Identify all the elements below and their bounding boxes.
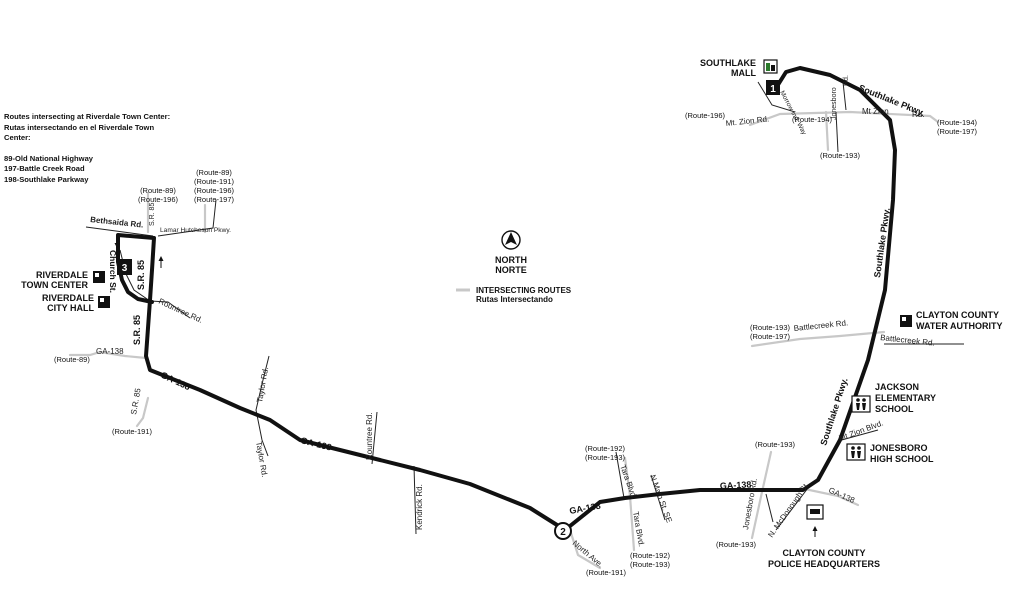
north-arrow-icon xyxy=(501,230,521,250)
map-label: JONESBORO xyxy=(870,443,928,453)
stop-1[interactable]: 1 xyxy=(766,80,780,95)
north-label: NORTH xyxy=(495,255,527,265)
map-label: (Route-191) xyxy=(112,427,153,436)
map-label: JACKSON xyxy=(875,382,919,392)
map-label: S.R. 85 xyxy=(136,260,146,290)
map-label: Kendrick Rd. xyxy=(415,484,424,530)
map-label: ELEMENTARY xyxy=(875,393,936,403)
map-label: Mt. Zion Rd. xyxy=(725,114,769,128)
map-label: (Route-89) xyxy=(196,168,232,177)
map-label: HIGH SCHOOL xyxy=(870,454,934,464)
map-label: CLAYTON COUNTY xyxy=(782,548,865,558)
map-label: (Route-191) xyxy=(586,568,627,577)
map-label: (Route-192) xyxy=(630,551,671,560)
map-label: (Route-191) xyxy=(194,177,235,186)
map-label: S.R. 85 xyxy=(132,315,142,345)
street-labels: Bethsaida Rd. Lamar Hutcheson Pkwy. S.R.… xyxy=(90,75,935,569)
police-car-icon xyxy=(806,504,824,520)
stop-3-label: 3 xyxy=(122,263,128,274)
map-label: GA-138 xyxy=(96,347,124,356)
map-label: Taylor Rd. xyxy=(254,441,269,478)
map-label: (Route-197) xyxy=(937,127,978,136)
map-label: (Route-196) xyxy=(194,186,235,195)
map-label: Taylor Rd. xyxy=(255,366,270,403)
map-label: S.R. 85 xyxy=(149,203,156,226)
map-label: SOUTHLAKE xyxy=(700,58,756,68)
legend-title-es-cont: Center: xyxy=(4,133,31,142)
map-label: Battlecreek Rd. xyxy=(880,333,935,348)
map-label: Church St. xyxy=(108,250,118,293)
key-label-en: INTERSECTING ROUTES xyxy=(476,286,572,295)
norte-label: NORTE xyxy=(495,265,527,275)
legend-route-197: 197-Battle Creek Road xyxy=(4,164,85,173)
stop-2-label: 2 xyxy=(560,527,566,538)
water-authority-icon xyxy=(900,315,912,327)
map-label: North Ave. xyxy=(571,539,605,570)
stop-1-label: 1 xyxy=(770,84,776,95)
map-label: Rd. xyxy=(912,110,924,119)
legend-route-198: 198-Southlake Parkway xyxy=(4,174,89,184)
route-tags: (Route-89) (Route-196) (Route-89) (Route… xyxy=(54,111,978,577)
landmark-labels: SOUTHLAKE MALL RIVERDALE TOWN CENTER RIV… xyxy=(21,58,1002,569)
map-label: Jonesboro xyxy=(831,87,838,120)
map-label: (Route-193) xyxy=(630,560,671,569)
map-label: Rd. xyxy=(843,75,850,86)
map-label: (Route-196) xyxy=(685,111,726,120)
high-school-icon xyxy=(846,443,866,461)
map-label: (Route-197) xyxy=(750,332,791,341)
map-label: GA-138 xyxy=(159,370,192,392)
map-label: N Main St. SE xyxy=(648,474,674,524)
map-label: GA-138 xyxy=(300,435,333,452)
map-label: Rountree Rd. xyxy=(365,412,374,460)
map-label: RIVERDALE xyxy=(36,270,88,280)
bus-route-line xyxy=(116,66,897,532)
map-label: (Route-193) xyxy=(820,151,861,160)
map-label: TOWN CENTER xyxy=(21,280,88,290)
legend-route-89: 89-Old National Highway xyxy=(4,153,94,163)
map-label: (Route-89) xyxy=(54,355,90,364)
city-hall-icon xyxy=(98,296,110,308)
map-label: GA-138 xyxy=(720,479,752,491)
map-label: POLICE HEADQUARTERS xyxy=(768,559,880,569)
map-label: CITY HALL xyxy=(47,303,94,313)
map-label: (Route-196) xyxy=(138,195,179,204)
map-label: (Route-197) xyxy=(194,195,235,204)
map-label: (Route-193) xyxy=(716,540,757,549)
map-label: RIVERDALE xyxy=(42,293,94,303)
map-label: Lamar Hutcheson Pkwy. xyxy=(160,227,231,234)
mall-icon xyxy=(763,59,778,74)
school-icon xyxy=(851,395,871,413)
street-lines xyxy=(85,81,964,535)
map-label: (Route-194) xyxy=(792,115,833,124)
map-label: CLAYTON COUNTY xyxy=(916,310,999,320)
map-label: Mt Zion xyxy=(862,107,889,116)
stop-2[interactable]: 2 xyxy=(554,522,572,540)
map-label: S.R. 85 xyxy=(129,387,143,415)
map-label: (Route-193) xyxy=(750,323,791,332)
stop-3[interactable]: 3 xyxy=(117,259,132,275)
town-center-icon xyxy=(93,271,105,283)
map-label: (Route-193) xyxy=(585,453,626,462)
map-label: WATER AUTHORITY xyxy=(916,321,1003,331)
map-label: Bethsaida Rd. xyxy=(90,215,144,230)
map-label: (Route-194) xyxy=(937,118,978,127)
map-label: (Route-192) xyxy=(585,444,626,453)
map-label: (Route-89) xyxy=(140,186,176,195)
map-label: MALL xyxy=(731,68,756,78)
legend-title-en: Routes intersecting at Riverdale Town Ce… xyxy=(4,112,171,121)
map-label: SCHOOL xyxy=(875,404,914,414)
direction-arrows xyxy=(114,238,818,537)
legend-title-es: Rutas intersectando en el Riverdale Town xyxy=(4,122,155,132)
map-label: GA-138 xyxy=(827,486,856,506)
map-label: Rountree Rd. xyxy=(157,297,204,325)
routes-legend: Routes intersecting at Riverdale Town Ce… xyxy=(4,112,170,185)
map-label: (Route-193) xyxy=(755,440,796,449)
key-label-es: Rutas Intersectando xyxy=(476,295,553,304)
map-label: Battlecreek Rd. xyxy=(793,318,848,333)
